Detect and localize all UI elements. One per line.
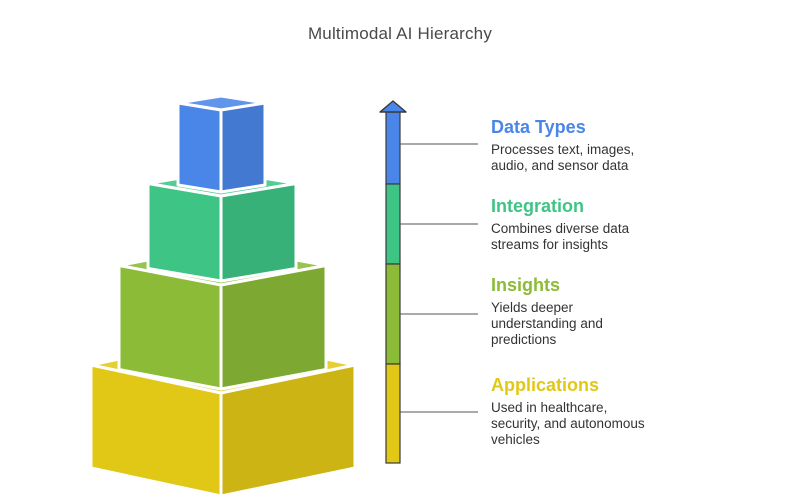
- layer-title: Integration: [491, 196, 584, 216]
- cube-left-face: [117, 264, 223, 391]
- hierarchy-arrow-bar: [379, 100, 407, 464]
- bar-segment-integration: [385, 183, 401, 265]
- layer-title: Applications: [491, 375, 600, 395]
- layer-label-integration: Integration Combines diverse data stream…: [491, 195, 781, 253]
- cube-stack: [89, 94, 357, 498]
- layer-description: Yields deeper understanding and predicti…: [491, 300, 603, 347]
- cube-data-types: [176, 94, 267, 194]
- page-title: Multimodal AI Hierarchy: [307, 24, 493, 43]
- cube-right-face: [219, 363, 357, 498]
- connector-lines: [400, 143, 478, 413]
- cube-right-face: [219, 182, 298, 283]
- layer-description: Used in healthcare, security, and autono…: [491, 400, 645, 447]
- layer-description: Processes text, images, audio, and senso…: [491, 142, 635, 173]
- cube-right-face: [219, 101, 267, 194]
- layer-title: Insights: [491, 275, 561, 295]
- layer-title: Data Types: [491, 117, 586, 137]
- layer-label-insights: Insights Yields deeper understanding and…: [491, 274, 781, 348]
- cube-left-face: [176, 101, 223, 194]
- layer-description: Combines diverse data streams for insigh…: [491, 221, 630, 252]
- arrow-head-icon: [379, 100, 407, 113]
- layer-label-applications: Applications Used in healthcare, securit…: [491, 374, 781, 448]
- bar-segment-insights: [385, 263, 401, 365]
- bar-segment-data-types: [385, 111, 401, 185]
- cube-left-face: [146, 182, 223, 283]
- layer-label-data-types: Data Types Processes text, images, audio…: [491, 116, 781, 174]
- cube-right-face: [219, 264, 328, 391]
- bar-segment-applications: [385, 363, 401, 464]
